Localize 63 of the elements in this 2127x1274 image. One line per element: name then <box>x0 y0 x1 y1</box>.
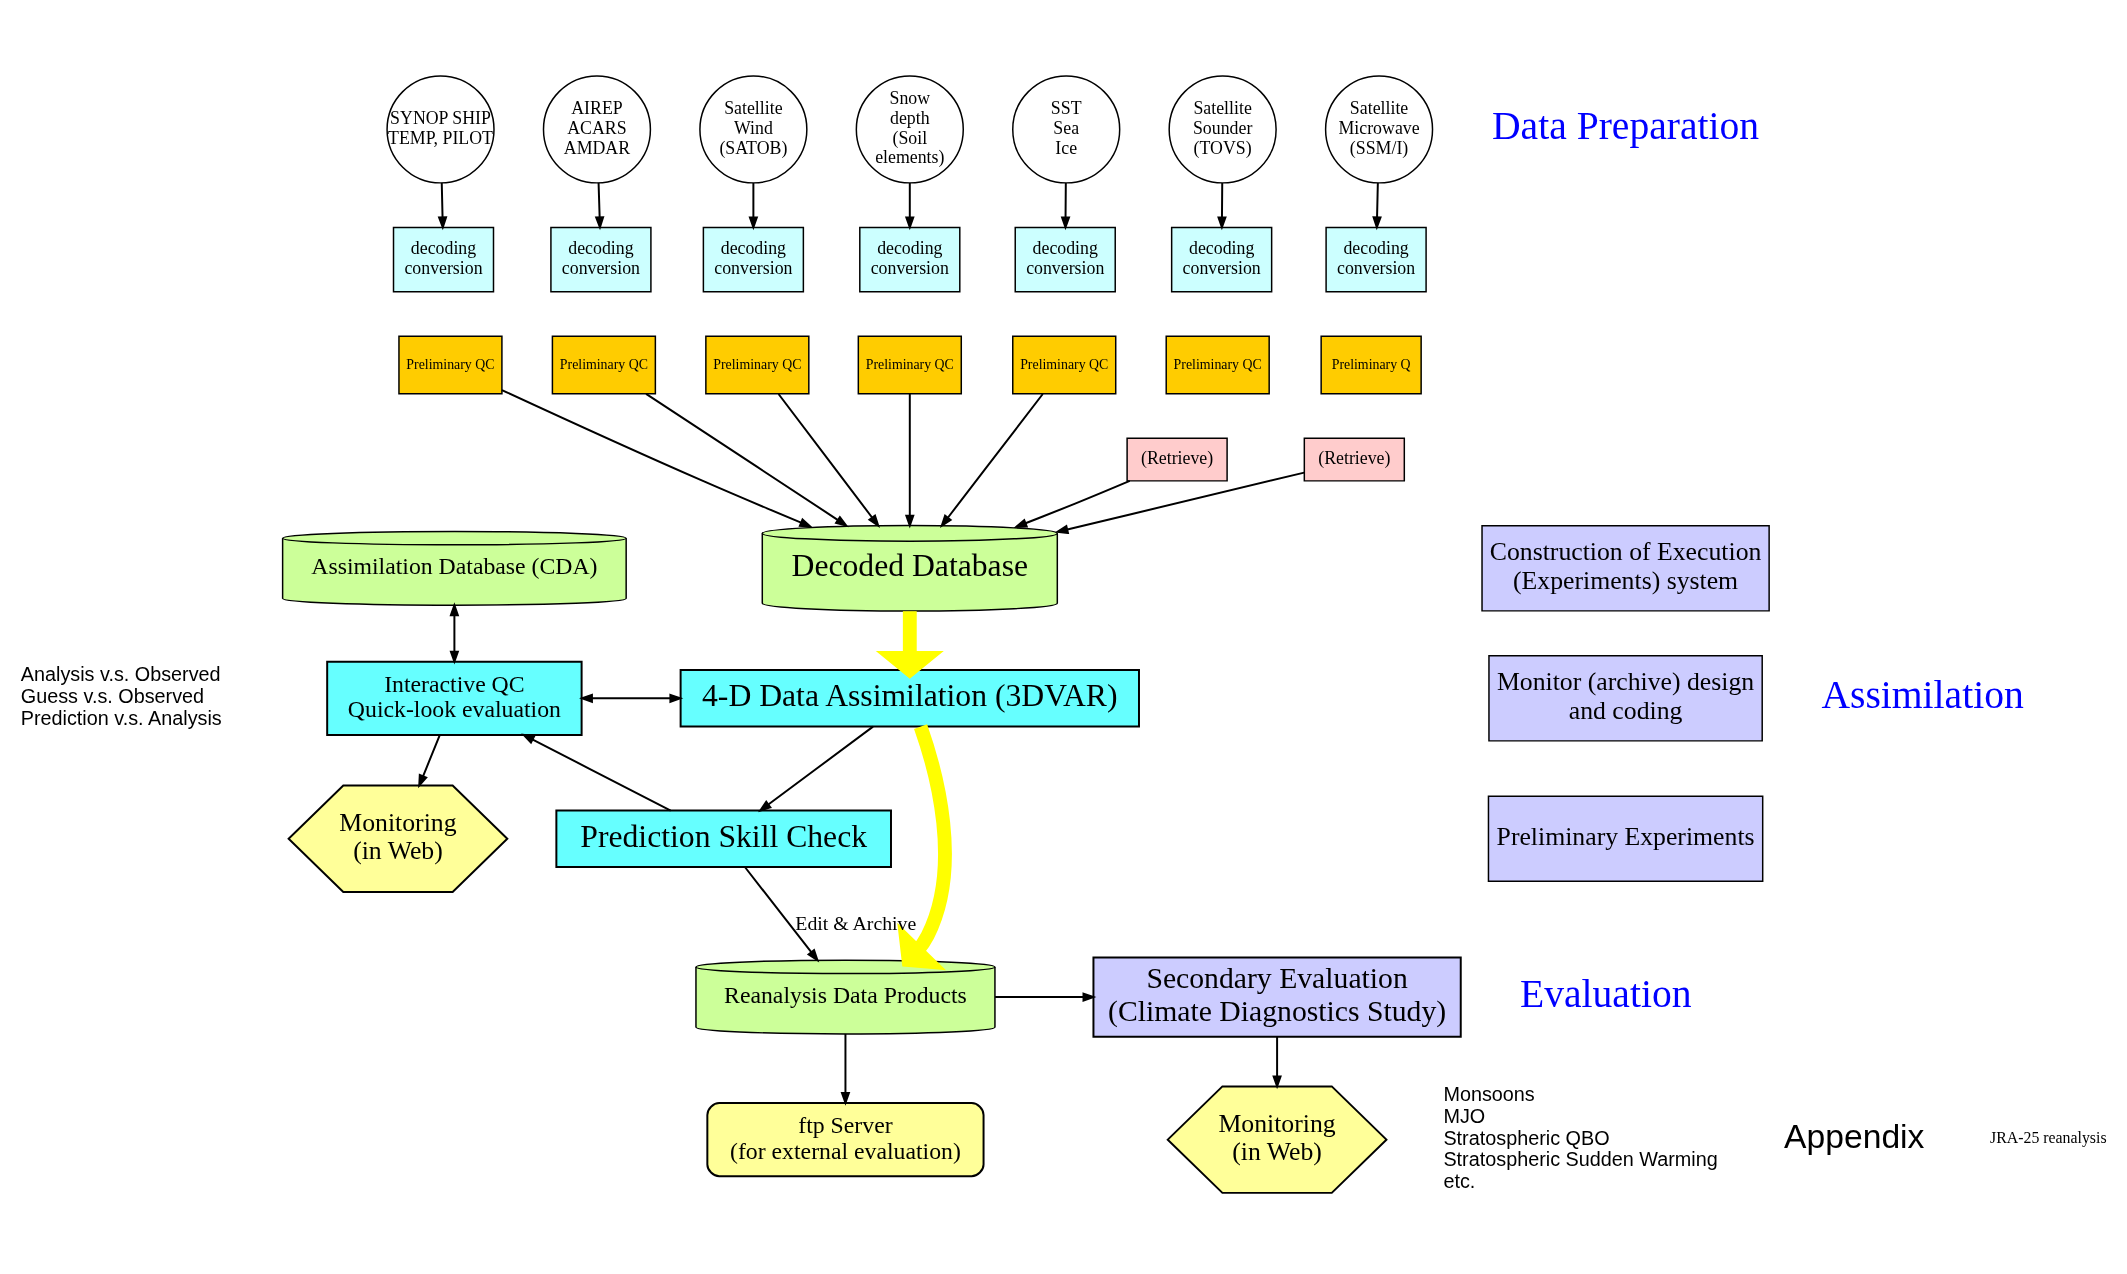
arrow <box>1272 1035 1282 1090</box>
arrow <box>875 611 944 679</box>
node-circle: Snow depth (Soil elements) <box>855 75 964 184</box>
node-box: decoding conversion <box>1325 226 1427 293</box>
node-box: decoding conversion <box>1014 226 1116 293</box>
arrow <box>777 393 880 528</box>
node-box: decoding conversion <box>1170 226 1273 293</box>
label: Analysis v.s. Observed Guess v.s. Observed Prediction v.s. Analysis <box>20 663 222 730</box>
label: JRA-25 reanalysis <box>1990 1129 2107 1147</box>
node-circle: SST Sea Ice <box>1012 75 1121 184</box>
arrow <box>1054 471 1306 535</box>
node-box: decoding conversion <box>859 226 961 293</box>
arrow <box>449 602 460 665</box>
node-box: Secondary Evaluation (Climate Diagnostics Study) <box>1092 956 1462 1038</box>
arrow <box>418 733 441 789</box>
node-box: Preliminary QC <box>1165 335 1270 395</box>
arrow <box>904 393 915 529</box>
arrow <box>1372 181 1382 231</box>
node-box: (Retrieve) <box>1303 437 1406 482</box>
node-box: decoding conversion <box>702 226 805 293</box>
arrow <box>743 866 820 963</box>
arrow <box>579 693 684 704</box>
label: Monsoons MJO Stratospheric QBO Stratospheric Sudden Warming etc. <box>1443 1083 1718 1193</box>
arrow <box>1013 479 1131 528</box>
node-box: (Retrieve) <box>1126 437 1228 482</box>
node-box: decoding conversion <box>550 226 652 293</box>
label: Assimilation <box>1821 673 2024 718</box>
label: Data Preparation <box>1492 104 1760 149</box>
arrow <box>994 992 1097 1002</box>
arrow <box>940 393 1044 528</box>
arrow <box>904 181 915 231</box>
node-circle: Satellite Wind (SATOB) <box>699 75 808 184</box>
node-box: Preliminary QC <box>551 335 657 395</box>
node-box: Preliminary QC <box>398 335 503 395</box>
edge-label: Edit & Archive <box>795 911 917 934</box>
label: Evaluation <box>1520 971 1692 1016</box>
arrow <box>1060 181 1071 231</box>
arrow <box>594 181 605 231</box>
arrow <box>500 389 814 528</box>
arrow <box>1217 181 1227 231</box>
node-box: Preliminary QC <box>705 335 810 395</box>
node-box: Preliminary QC <box>1012 335 1117 395</box>
node-box: ftp Server (for external evaluation) <box>706 1102 985 1178</box>
arrow <box>840 1032 851 1106</box>
node-circle: SYNOP SHIP TEMP, PILOT <box>386 75 495 184</box>
arrow <box>521 733 672 812</box>
arrow <box>645 392 849 528</box>
label: Appendix <box>1784 1118 1925 1156</box>
node-circle: Satellite Sounder (TOVS) <box>1168 75 1277 184</box>
node-box: Construction of Execution (Experiments) system <box>1481 525 1770 612</box>
node-box: Monitor (archive) design and coding <box>1488 655 1763 742</box>
node-box: Prediction Skill Check <box>555 809 892 868</box>
node-circle: Satellite Microwave (SSM/I) <box>1324 75 1434 184</box>
arrow <box>437 181 448 231</box>
node-box: 4-D Data Assimilation (3DVAR) <box>679 669 1140 728</box>
arrow <box>757 725 874 813</box>
arrow <box>748 181 759 231</box>
node-box: Preliminary QC <box>857 335 963 395</box>
node-box: Preliminary Experiments <box>1487 795 1764 883</box>
node-box: decoding conversion <box>392 226 495 293</box>
node-box: Interactive QC Quick-look evaluation <box>326 660 583 736</box>
node-box: Preliminary Q <box>1320 335 1422 395</box>
node-circle: AIREP ACARS AMDAR <box>542 75 652 184</box>
